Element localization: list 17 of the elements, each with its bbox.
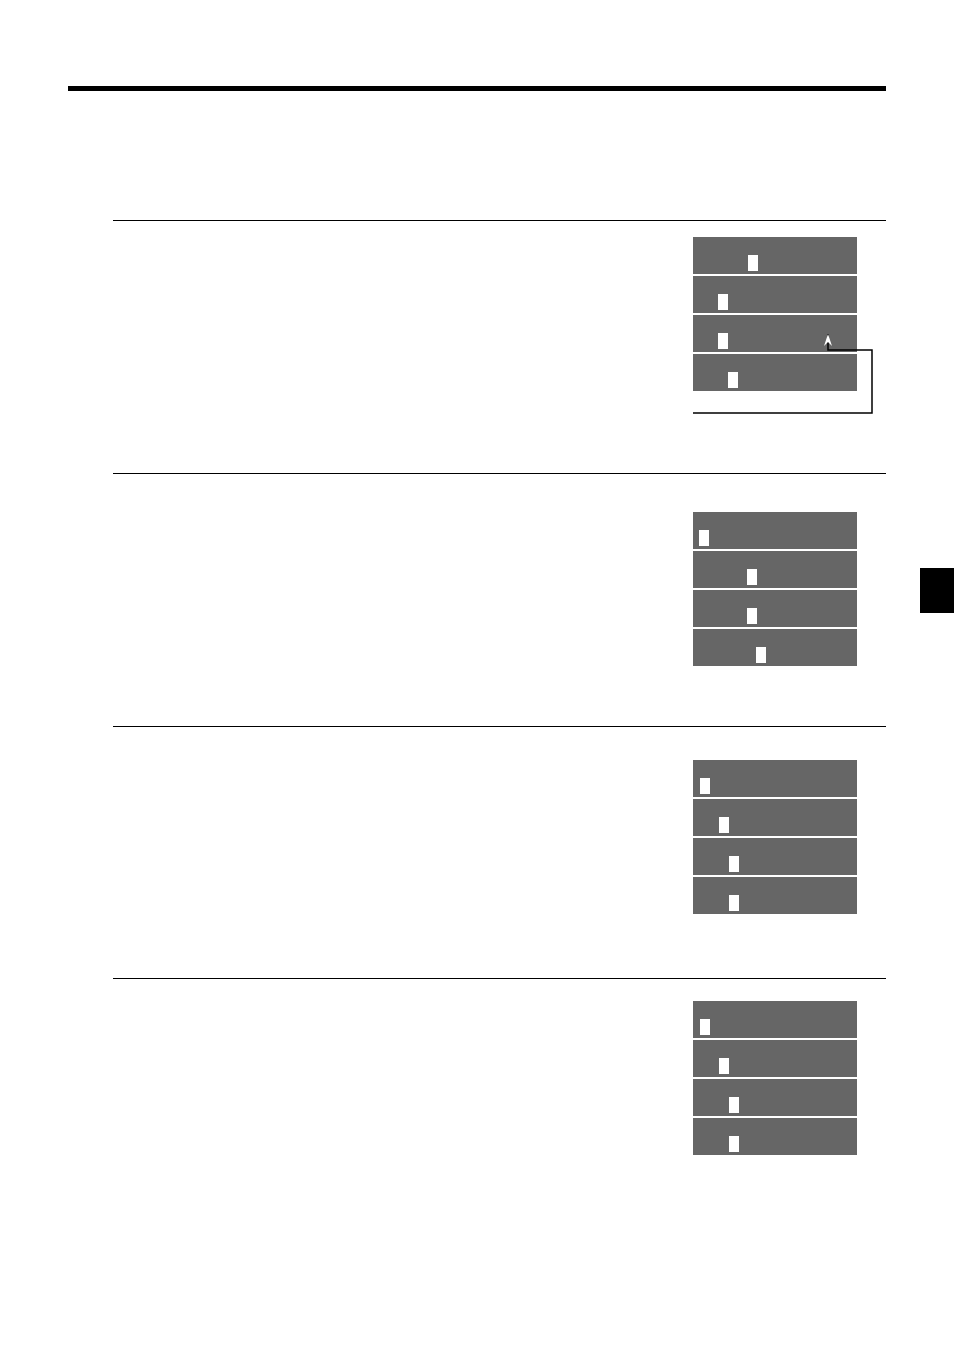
display-bar: [693, 590, 857, 627]
display-bar: [693, 237, 857, 274]
display-bar: [693, 629, 857, 666]
display-bar: [693, 551, 857, 588]
display-bar: [693, 877, 857, 914]
display-bar: [693, 354, 857, 391]
display-bar: [693, 1118, 857, 1155]
display-bar: [693, 512, 857, 549]
display-bar: [693, 315, 857, 352]
display-bar: [693, 760, 857, 797]
arrow: [692, 333, 873, 414]
display-bar: [693, 1079, 857, 1116]
display-bar: [693, 276, 857, 313]
display-bar: [693, 838, 857, 875]
display-bar: [693, 1040, 857, 1077]
display-bar: [693, 1001, 857, 1038]
display-bar: [693, 799, 857, 836]
